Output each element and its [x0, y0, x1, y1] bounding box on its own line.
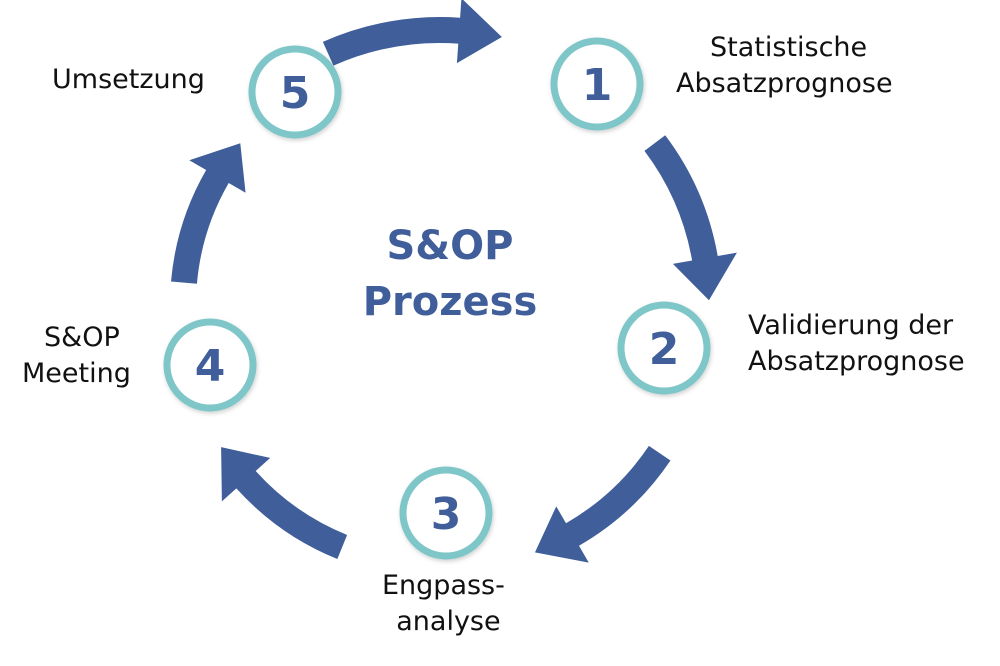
step-1-label: Statistische Absatzprognose [676, 30, 893, 102]
arrow-4-to-5 [171, 143, 246, 284]
step-2-label: Validierung der Absatzprognose [748, 308, 965, 380]
step-3-label-line-2: analyse [396, 606, 501, 637]
step-3-label: Engpass- analyse [382, 568, 505, 640]
step-5-ring [248, 45, 342, 139]
step-4-number: 4 [195, 341, 226, 392]
step-2-number: 2 [649, 324, 680, 375]
step-5-circle: 5 [248, 45, 342, 139]
step-2-ring [617, 301, 711, 395]
step-1-number: 1 [582, 60, 613, 111]
step-5-number: 5 [280, 68, 311, 119]
step-3-number: 3 [431, 489, 462, 540]
step-3-label-line-1: Engpass- [382, 570, 505, 601]
step-5-label: Umsetzung [52, 62, 205, 98]
step-5-label-line-1: Umsetzung [52, 64, 205, 95]
arrow-2-to-3 [534, 445, 671, 563]
arrow-3-to-4 [221, 447, 348, 560]
step-2-circle: 2 [617, 301, 711, 395]
step-1-label-line-1: Statistische [710, 32, 868, 63]
step-3-ring [399, 466, 493, 560]
step-2-label-line-2: Absatzprognose [748, 346, 965, 377]
step-1-label-line-2: Absatzprognose [676, 68, 893, 99]
arrow-5-to-1 [322, 0, 502, 66]
step-3-circle: 3 [399, 466, 493, 560]
step-4-circle: 4 [163, 318, 257, 412]
step-4-ring [163, 318, 257, 412]
title-line-1: S&OP [386, 223, 514, 269]
step-4-label-line-1: S&OP [44, 322, 120, 353]
step-4-label-line-2: Meeting [22, 358, 131, 389]
step-4-label: S&OP Meeting [22, 320, 131, 392]
title-line-2: Prozess [362, 279, 538, 325]
step-1-circle: 1 [550, 37, 644, 131]
arrow-1-to-2 [644, 135, 737, 301]
step-2-label-line-1: Validierung der [748, 310, 954, 341]
diagram-title: S&OP Prozess [300, 218, 600, 330]
step-1-ring [550, 37, 644, 131]
